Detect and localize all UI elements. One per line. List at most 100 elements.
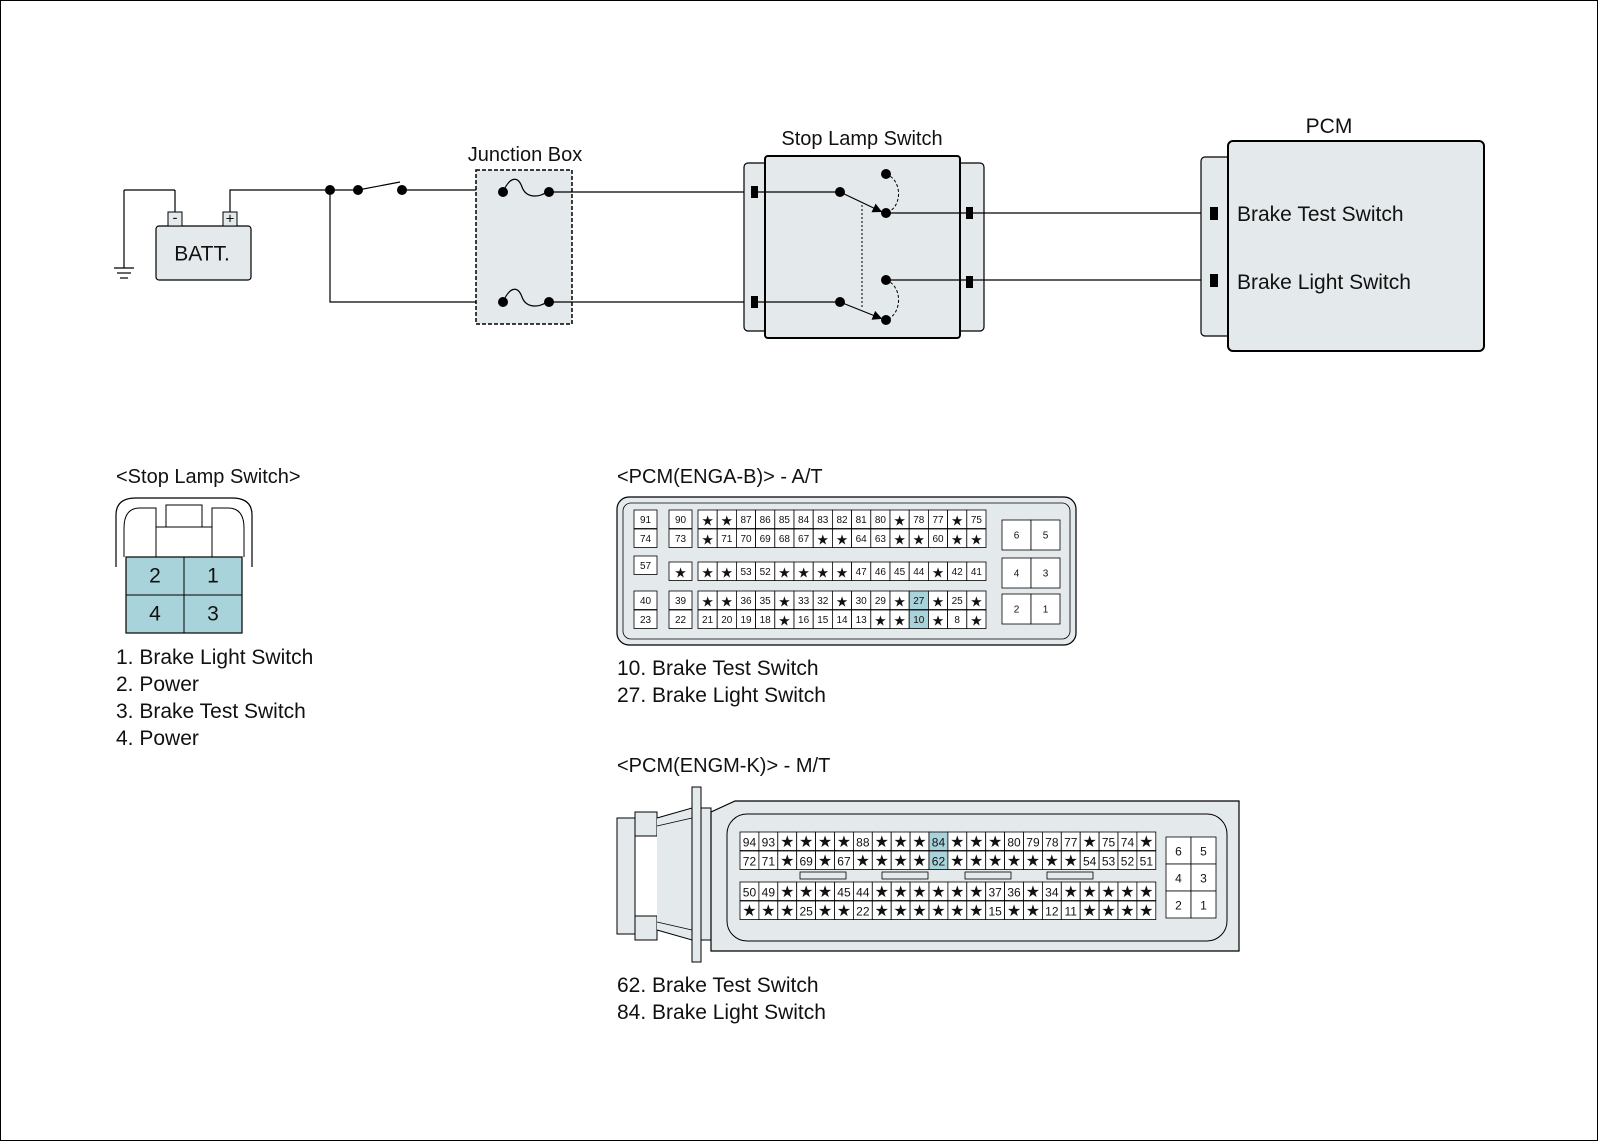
pin-cell xyxy=(1136,831,1157,851)
pin-number: 13 xyxy=(856,615,868,626)
pin-number: 39 xyxy=(675,596,687,607)
unused-pin: ★ xyxy=(988,853,1002,870)
pcm: PCM Brake Test Switch Brake Light Switch xyxy=(1200,115,1485,352)
unused-pin: ★ xyxy=(932,564,945,580)
unused-pin: ★ xyxy=(875,853,889,870)
unused-pin: ★ xyxy=(970,612,983,628)
pin-number: 91 xyxy=(640,515,652,526)
pin-number: 3 xyxy=(1043,569,1049,580)
pin-cell xyxy=(668,509,693,529)
unused-pin: ★ xyxy=(778,612,791,628)
pin-number: 75 xyxy=(971,515,983,526)
unused-pin: ★ xyxy=(950,903,964,920)
pin-cell xyxy=(668,561,693,581)
pin-number: 46 xyxy=(875,567,887,578)
pin-number: 54 xyxy=(1083,854,1097,868)
stop-lamp-legend-item: 3. Brake Test Switch xyxy=(116,700,306,723)
pin-cell xyxy=(1190,890,1217,919)
pin-number: 52 xyxy=(1121,854,1135,868)
connector-pin: 3 xyxy=(207,603,219,626)
unused-pin: ★ xyxy=(1101,903,1115,920)
pin-number: 29 xyxy=(875,596,887,607)
pin-number: 5 xyxy=(1043,531,1049,542)
battery-label: BATT. xyxy=(174,243,230,266)
pin-cell xyxy=(633,528,658,548)
pin-number: 81 xyxy=(856,515,868,526)
pin-number: 63 xyxy=(875,534,887,545)
pin-number: 3 xyxy=(1200,872,1207,886)
unused-pin: ★ xyxy=(875,834,889,851)
unused-pin: ★ xyxy=(1064,884,1078,901)
pin-cell xyxy=(1001,593,1032,625)
unused-pin: ★ xyxy=(893,593,906,609)
pin-cell xyxy=(966,528,987,548)
pin-number: 8 xyxy=(954,615,960,626)
pin-number: 73 xyxy=(675,534,687,545)
battery-neg-label: - xyxy=(173,210,178,227)
unused-pin: ★ xyxy=(931,903,945,920)
connector-pin: 4 xyxy=(149,603,161,626)
pin-cell xyxy=(1136,850,1157,870)
pin-number: 22 xyxy=(675,615,687,626)
pin-cell xyxy=(668,609,693,629)
pin-number: 83 xyxy=(817,515,829,526)
pin-cell xyxy=(1190,836,1217,865)
pin-number: 70 xyxy=(740,534,752,545)
pin-number: 4 xyxy=(1014,569,1020,580)
unused-pin: ★ xyxy=(701,564,714,580)
pin-number: 15 xyxy=(817,615,829,626)
pin-number: 93 xyxy=(762,835,776,849)
pin-number: 62 xyxy=(932,854,946,868)
pin-number: 18 xyxy=(760,615,772,626)
stop-lamp-connector-title: <Stop Lamp Switch> xyxy=(116,466,301,488)
pcm-title: PCM xyxy=(1306,115,1353,138)
pin-cell xyxy=(1030,557,1061,589)
pin-number: 86 xyxy=(760,515,772,526)
unused-pin: ★ xyxy=(780,834,794,851)
pin-number: 52 xyxy=(760,567,772,578)
unused-pin: ★ xyxy=(893,612,906,628)
pin-number: 74 xyxy=(640,534,652,545)
unused-pin: ★ xyxy=(701,531,714,547)
pin-number: 22 xyxy=(856,904,870,918)
pin-number: 41 xyxy=(971,567,983,578)
pin-number: 60 xyxy=(932,534,944,545)
pin-number: 11 xyxy=(1065,904,1078,918)
unused-pin: ★ xyxy=(1139,884,1153,901)
unused-pin: ★ xyxy=(797,564,810,580)
pin-number: 71 xyxy=(721,534,733,545)
pin-number: 37 xyxy=(988,885,1002,899)
unused-pin: ★ xyxy=(950,884,964,901)
pcm-mt-legend-item: 84. Brake Light Switch xyxy=(617,1001,826,1024)
connector-pin: 2 xyxy=(149,565,161,588)
unused-pin: ★ xyxy=(721,512,734,528)
pin-number: 64 xyxy=(856,534,868,545)
pin-number: 53 xyxy=(1102,854,1116,868)
pin-number: 32 xyxy=(817,596,829,607)
unused-pin: ★ xyxy=(1139,903,1153,920)
unused-pin: ★ xyxy=(1120,884,1134,901)
unused-pin: ★ xyxy=(701,512,714,528)
unused-pin: ★ xyxy=(893,903,907,920)
unused-pin: ★ xyxy=(969,884,983,901)
unused-pin: ★ xyxy=(721,564,734,580)
pcm-mt-legend-item: 62. Brake Test Switch xyxy=(617,974,819,997)
unused-pin: ★ xyxy=(874,612,887,628)
pin-cell xyxy=(966,561,987,581)
pin-number: 53 xyxy=(740,567,752,578)
pin-number: 16 xyxy=(798,615,810,626)
pin-number: 6 xyxy=(1014,531,1020,542)
pin-number: 68 xyxy=(779,534,791,545)
pin-number: 82 xyxy=(836,515,848,526)
pin-number: 23 xyxy=(640,615,652,626)
pin-number: 36 xyxy=(740,596,752,607)
pin-number: 25 xyxy=(799,904,813,918)
pin-number: 10 xyxy=(913,615,925,626)
battery: - + BATT. xyxy=(155,210,252,281)
pin-cell xyxy=(1190,863,1217,892)
pin-number: 2 xyxy=(1175,899,1182,913)
unused-pin: ★ xyxy=(701,593,714,609)
pin-number: 21 xyxy=(702,615,714,626)
unused-pin: ★ xyxy=(817,564,830,580)
unused-pin: ★ xyxy=(1082,834,1096,851)
